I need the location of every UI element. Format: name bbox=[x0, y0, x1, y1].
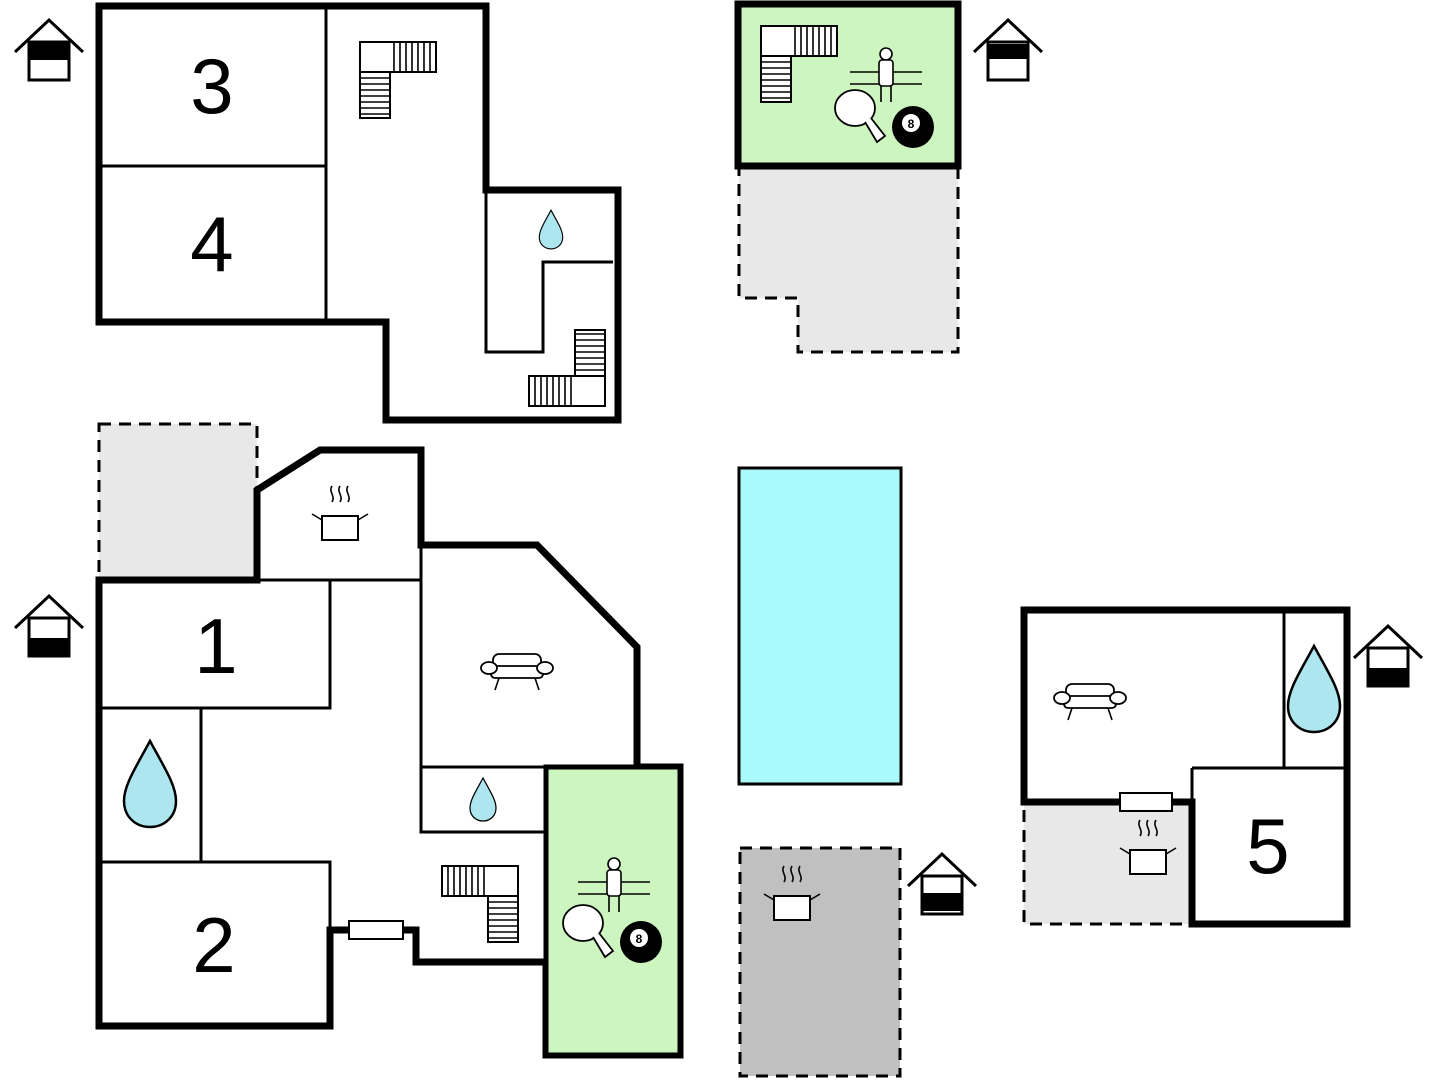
billiard-ball-number: 8 bbox=[908, 117, 915, 131]
room-2-label: 2 bbox=[192, 901, 235, 989]
cooking-pot-icon bbox=[311, 485, 369, 541]
sofa-icon bbox=[480, 653, 554, 691]
swimming-pool bbox=[737, 466, 903, 786]
water-drop-icon bbox=[538, 209, 564, 250]
house-level-marker bbox=[989, 44, 1027, 59]
house-level-marker bbox=[923, 893, 961, 911]
house-level-marker bbox=[1369, 668, 1407, 686]
water-drop-icon bbox=[1286, 644, 1342, 734]
door-icon bbox=[1119, 792, 1173, 812]
billiard-ball-icon: 8 bbox=[892, 106, 934, 148]
house-level-marker bbox=[30, 42, 68, 60]
door-icon bbox=[348, 920, 404, 940]
room-1-label: 1 bbox=[194, 602, 237, 690]
room-4-label: 4 bbox=[190, 200, 233, 288]
room-1: 1 bbox=[194, 602, 237, 690]
room-5-label: 5 bbox=[1246, 802, 1289, 890]
stairs-icon bbox=[441, 865, 519, 943]
activity-room-ground bbox=[543, 764, 683, 1058]
room-2: 2 bbox=[192, 901, 235, 989]
billiard-ball-number: 8 bbox=[636, 932, 643, 946]
room-3-label: 3 bbox=[190, 42, 233, 130]
room-3: 3 bbox=[190, 42, 233, 130]
ground-floor-building: 1 2 8 bbox=[95, 422, 684, 1059]
outdoor-kitchen bbox=[738, 846, 902, 1078]
water-drop-icon bbox=[469, 777, 497, 822]
stairs-icon bbox=[528, 329, 606, 407]
room-4: 4 bbox=[190, 200, 233, 288]
upper-activity-building: 8 bbox=[734, 0, 962, 354]
terrace bbox=[97, 422, 259, 582]
house-level-marker bbox=[30, 638, 68, 656]
water-drop-icon bbox=[122, 739, 178, 829]
upper-floor-building: 3 4 bbox=[95, 2, 622, 424]
stairs-icon bbox=[359, 41, 437, 119]
annex-building: 5 bbox=[1020, 606, 1351, 928]
sofa-icon bbox=[1053, 683, 1127, 721]
room-5: 5 bbox=[1246, 802, 1289, 890]
billiard-ball-icon: 8 bbox=[620, 921, 662, 963]
